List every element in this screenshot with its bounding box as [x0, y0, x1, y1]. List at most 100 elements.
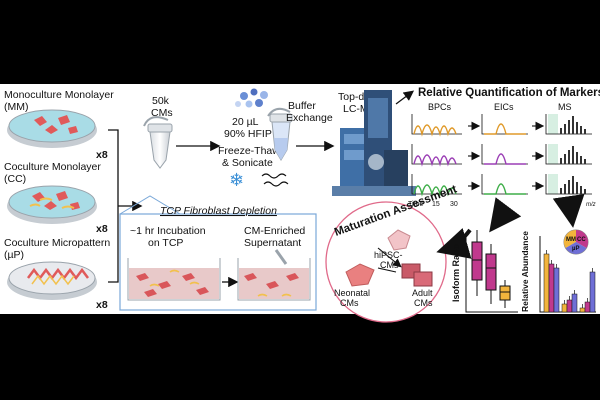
buffer-exchange-line2: Exchange — [286, 112, 333, 124]
boxplot-box — [471, 241, 483, 281]
bar — [571, 293, 578, 313]
ms-peak — [560, 158, 562, 164]
bar — [561, 303, 568, 313]
depletion-callout — [119, 195, 181, 215]
cell-cluster-cc — [32, 191, 80, 210]
bpc-axis — [411, 114, 462, 135]
ms-peak — [568, 120, 570, 134]
quant-ms-header: MS — [558, 102, 572, 112]
bar — [548, 263, 555, 313]
bar — [553, 267, 560, 313]
ms-highlight — [548, 114, 558, 134]
boxplot-box — [485, 253, 497, 291]
eic-trace — [484, 183, 526, 195]
tube-cap — [143, 116, 169, 127]
bar — [566, 299, 573, 313]
legend-cc: CC — [577, 237, 586, 243]
sample-cc-count: x8 — [96, 223, 108, 235]
hfip-droplets — [235, 88, 268, 108]
ms-peak — [584, 129, 586, 134]
ms-peak — [564, 124, 566, 134]
ms-peak — [568, 150, 570, 164]
maturation-circle — [325, 201, 447, 323]
ms-peak — [564, 184, 566, 194]
sample-up-name: Coculture Micropattern — [4, 237, 110, 249]
chromatogram-traces — [411, 114, 592, 197]
sample-up: Coculture Micropattern (µP) x8 — [4, 237, 110, 311]
ms-peak — [572, 176, 574, 194]
ms-peak — [580, 156, 582, 164]
maturation-arrows — [377, 247, 400, 272]
quant-mz-label: m/z — [586, 202, 596, 208]
sample-cc-name: Coculture Monolayer — [4, 161, 101, 173]
sample-mm-abbr: (MM) — [4, 101, 29, 113]
ms-peak — [564, 154, 566, 164]
lysis-freeze-thaw: Freeze-Thaw — [218, 145, 280, 157]
bar — [543, 253, 550, 313]
ms-peak — [576, 182, 578, 194]
lysis-sonicate: & Sonicate — [222, 157, 273, 169]
bpc-trace — [413, 184, 457, 197]
cells-unit: CMs — [151, 107, 173, 119]
ms-peak — [560, 188, 562, 194]
hipsc-label-2: CMs — [380, 260, 399, 270]
eic-trace — [484, 153, 526, 165]
tube-body — [149, 131, 171, 169]
eic-trace — [484, 123, 526, 135]
ms-peak — [576, 152, 578, 164]
barplot-bars — [543, 250, 596, 313]
hipsc-cm-icon — [387, 229, 411, 251]
boxplot-ylabel: Isoform Ratio — [451, 243, 461, 302]
neonatal-label-2: CMs — [340, 298, 359, 308]
ms-highlight — [548, 174, 558, 194]
pooling-bracket-arrow — [108, 129, 140, 283]
sonication-waves-icon — [261, 173, 289, 187]
ms-peak — [584, 159, 586, 164]
lysis-tube — [267, 107, 293, 161]
cells-amount: 50k — [152, 95, 170, 107]
sample-mm-count: x8 — [96, 149, 108, 161]
hipsc-label-1: hiPSC- — [374, 250, 403, 260]
lcms-instrument — [332, 90, 416, 196]
quant-tick-30: 30 — [450, 201, 458, 208]
quant-time-label: Time — [408, 201, 423, 208]
ms-peak — [572, 116, 574, 134]
sample-cc-abbr: (CC) — [4, 173, 26, 185]
tcp-dish-2 — [237, 249, 311, 301]
ms-peak — [580, 186, 582, 194]
ms-peak — [560, 128, 562, 134]
arrow-to-maturation — [436, 228, 472, 259]
sample-up-count: x8 — [96, 299, 108, 311]
bar — [589, 271, 596, 313]
ms-peak — [568, 180, 570, 194]
adult-label-2: CMs — [414, 298, 433, 308]
bar — [579, 307, 586, 313]
snowflake-icon: ❄ — [229, 170, 244, 190]
boxplot-boxes — [471, 230, 511, 308]
lysis-solvent: 90% HFIP — [224, 128, 272, 140]
sample-up-abbr: (µP) — [4, 249, 24, 261]
quant-bpc-header: BPCs — [428, 102, 452, 112]
barplot-ylabel: Relative Abundance — [520, 231, 530, 312]
bpc-axis — [411, 174, 462, 195]
pipette-icon — [274, 249, 288, 265]
neonatal-label-1: Neonatal — [334, 288, 370, 298]
tcp-dish-1 — [127, 258, 221, 301]
ms-peak — [580, 126, 582, 134]
bar — [584, 301, 591, 313]
depletion-step1-line1: ~1 hr Incubation — [130, 225, 206, 237]
fibroblast-cluster-cc — [29, 197, 75, 209]
legend-up: µP — [572, 246, 579, 252]
bpc-axis — [411, 144, 462, 165]
ms-peak — [584, 189, 586, 194]
legend-mm: MM — [566, 237, 576, 243]
cm-tube — [143, 116, 173, 169]
depletion-step1-line2: on TCP — [148, 237, 183, 249]
boxplot-axes — [465, 236, 518, 313]
sample-mm: Monoculture Monolayer (MM) x8 — [4, 89, 114, 161]
depletion-title: TCP Fibroblast Depletion — [160, 205, 277, 217]
depletion-step2-line1: CM-Enriched — [244, 225, 305, 237]
arrow-to-boxplot — [489, 197, 522, 233]
lysis-volume: 20 µL — [232, 116, 259, 128]
